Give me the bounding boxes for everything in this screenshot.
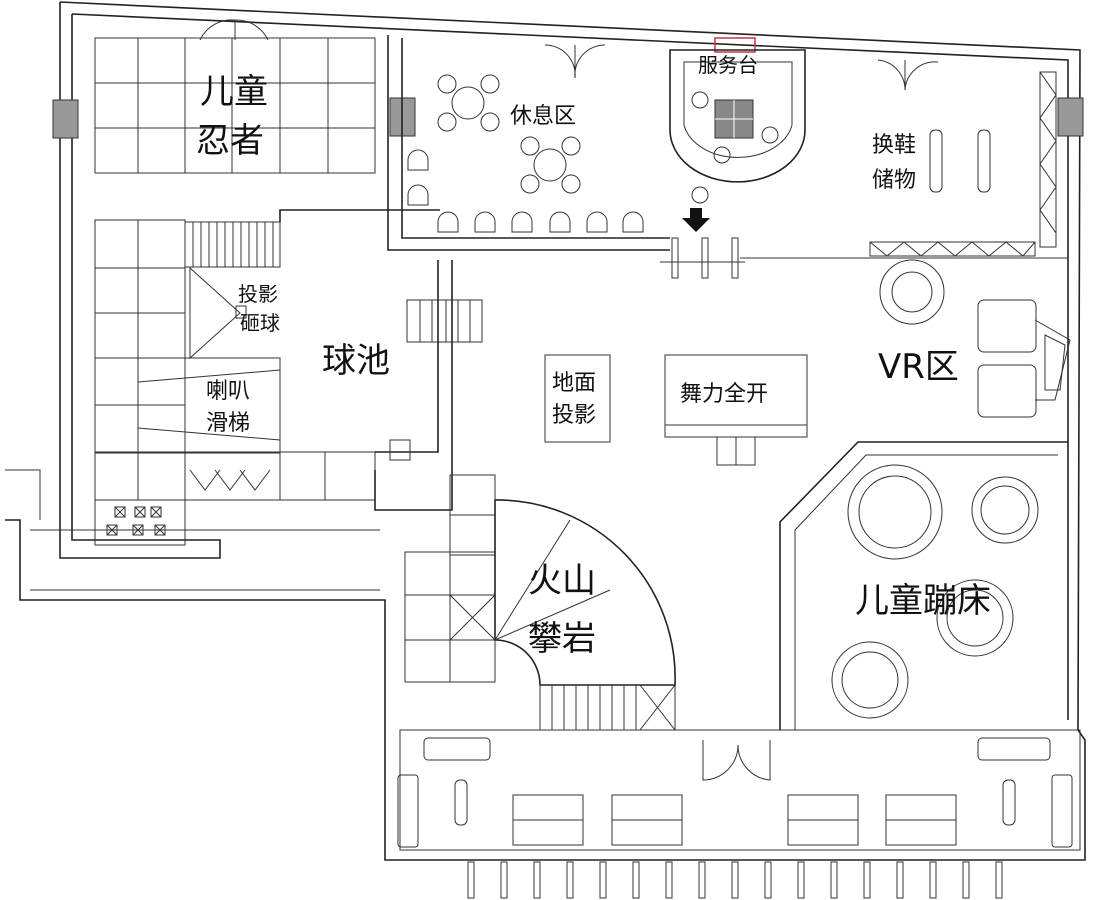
cross-box xyxy=(150,506,162,518)
kids-ninja-label-1: 儿童 xyxy=(200,72,268,112)
chair xyxy=(622,211,644,233)
floor-projection-label-1: 地面 xyxy=(552,371,596,396)
cross-box xyxy=(132,524,144,536)
cross-box xyxy=(106,524,118,536)
railing-post xyxy=(698,861,706,899)
volcano-climb xyxy=(404,474,676,731)
trumpet-slide-label-2: 滑梯 xyxy=(206,411,250,436)
railing-post xyxy=(797,861,805,899)
railing-post xyxy=(500,861,508,899)
kids-ninja-label-2: 忍者 xyxy=(196,121,264,161)
turnstiles xyxy=(660,237,1068,279)
trumpet-slide-label-1: 喇叭 xyxy=(206,379,250,404)
volcano-climb-label-2: 攀岩 xyxy=(528,619,596,659)
railing-post xyxy=(929,861,937,899)
chair xyxy=(549,211,571,233)
service-desk-label: 服务台 xyxy=(698,53,758,77)
chair xyxy=(437,211,459,233)
railing-post xyxy=(764,861,772,899)
chair xyxy=(474,211,496,233)
railing-post xyxy=(995,861,1003,899)
railing-post xyxy=(467,861,475,899)
trampoline-label: 儿童蹦床 xyxy=(855,581,991,621)
railing-post xyxy=(731,861,739,899)
dance-power-label: 舞力全开 xyxy=(680,382,768,407)
vr-zone-label: VR区 xyxy=(878,347,959,387)
shoe-storage-label-1: 换鞋 xyxy=(872,133,916,158)
kids-ninja-area xyxy=(94,37,376,174)
left-play-structure xyxy=(94,209,440,546)
railing-post xyxy=(962,861,970,899)
dining-area xyxy=(397,737,1073,899)
volcano-climb-label-1: 火山 xyxy=(528,561,596,601)
railing-post xyxy=(632,861,640,899)
cross-box xyxy=(154,524,166,536)
projection-ball-label-1: 投影 xyxy=(238,282,278,306)
vr-zone xyxy=(879,259,1071,418)
chair xyxy=(407,149,429,171)
chair xyxy=(586,211,608,233)
projection-ball-label-2: 砸球 xyxy=(240,311,280,335)
railing-post xyxy=(896,861,904,899)
floor-projection-label-2: 投影 xyxy=(552,403,596,428)
doors xyxy=(199,19,939,781)
railing-post xyxy=(599,861,607,899)
service-desk xyxy=(669,37,806,232)
railing-post xyxy=(566,861,574,899)
cross-box xyxy=(134,506,146,518)
rest-area-label: 休息区 xyxy=(510,104,576,129)
floor-projection-area xyxy=(544,354,611,443)
railing-post xyxy=(665,861,673,899)
ball-pool-label: 球池 xyxy=(322,341,390,381)
dance-power-area xyxy=(664,354,808,466)
ball-pool xyxy=(374,260,483,511)
trampoline-area xyxy=(779,441,1068,730)
cross-box xyxy=(114,506,126,518)
railing-post xyxy=(830,861,838,899)
rest-area xyxy=(387,35,670,251)
shoe-storage-label-2: 储物 xyxy=(872,168,916,193)
chair xyxy=(511,211,533,233)
chair xyxy=(407,184,429,206)
shoe-storage xyxy=(869,71,1057,257)
railing-post xyxy=(863,861,871,899)
railing-post xyxy=(533,861,541,899)
outer-walls xyxy=(5,1,1086,861)
